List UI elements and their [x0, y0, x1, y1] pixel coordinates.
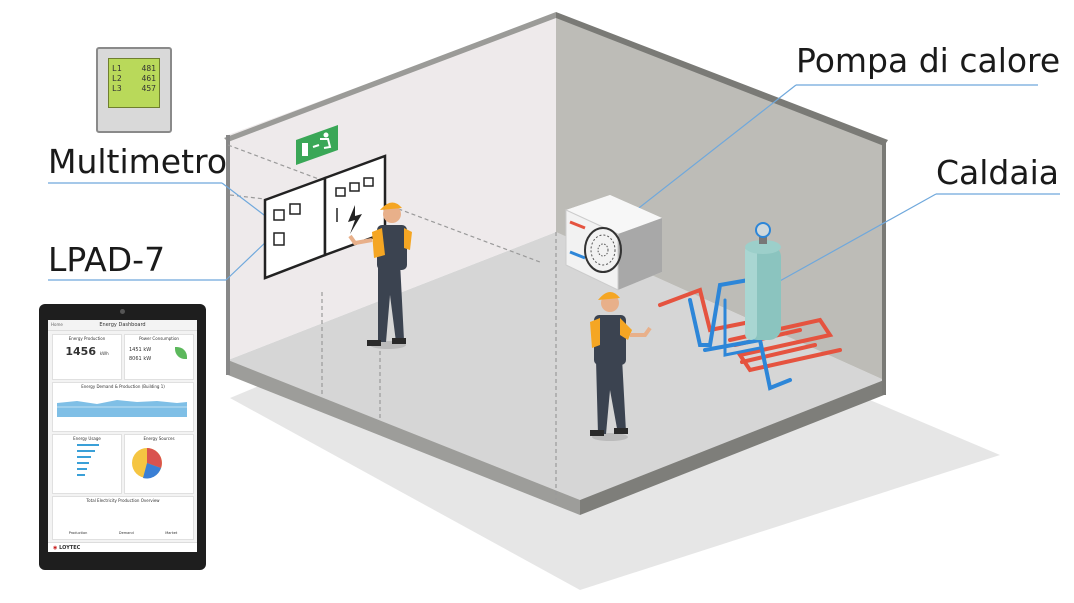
multimeter-row: L3 457	[112, 84, 156, 94]
multimeter-row: L2 461	[112, 74, 156, 84]
dashboard-title: Energy Dashboard	[99, 322, 145, 328]
sources-pie-chart	[125, 441, 185, 485]
card-title: Total Electricity Production Overview	[53, 497, 193, 503]
tablet-footer: ◉ LOYTEC	[48, 542, 197, 552]
multimeter-row: L1 481	[112, 64, 156, 74]
electricity-overview-card: Total Electricity Production Overview Pr…	[52, 496, 194, 540]
lpad-tablet: Home Energy Dashboard Energy Production …	[39, 304, 206, 570]
phase-label: L3	[112, 84, 122, 94]
energy-demand-card: Energy Demand & Production (Building 1)	[52, 382, 194, 432]
production-number: 1456	[65, 345, 96, 358]
loytec-logo-icon: ◉	[53, 545, 57, 551]
phase-value: 481	[142, 64, 156, 74]
label-caldaia: Caldaia	[936, 156, 1059, 189]
demand-area-chart	[57, 389, 187, 421]
usage-bar-list	[57, 441, 117, 485]
overview-category: Demand	[119, 531, 134, 535]
energy-usage-card: Energy Usage	[52, 434, 122, 494]
power-consumption-card: Power Consumption 1451 kW 8061 kW	[124, 334, 194, 380]
multimeter-device: L1 481 L2 461 L3 457	[96, 47, 172, 133]
label-pompa-di-calore: Pompa di calore	[796, 44, 1060, 77]
label-lpad: LPAD-7	[48, 243, 165, 276]
brand-logo: LOYTEC	[59, 545, 80, 551]
phase-label: L1	[112, 64, 122, 74]
overview-category: Production	[69, 531, 88, 535]
energy-sources-card: Energy Sources	[124, 434, 194, 494]
card-title: Energy Production	[53, 335, 121, 341]
phase-value: 461	[142, 74, 156, 84]
energy-production-card: Energy Production 1456 kWh	[52, 334, 122, 380]
energy-production-value: 1456 kWh	[53, 345, 121, 358]
label-multimetro: Multimetro	[48, 145, 227, 178]
phase-label: L2	[112, 74, 122, 84]
dashboard-header: Home Energy Dashboard	[48, 320, 197, 331]
tablet-screen: Home Energy Dashboard Energy Production …	[48, 320, 197, 552]
phase-value: 457	[142, 84, 156, 94]
card-title: Power Consumption	[125, 335, 193, 341]
overview-category: Market	[165, 531, 177, 535]
back-link[interactable]: Home	[51, 320, 63, 330]
camera-icon	[120, 309, 125, 314]
multimeter-display: L1 481 L2 461 L3 457	[108, 58, 160, 108]
production-unit: kWh	[100, 351, 109, 356]
